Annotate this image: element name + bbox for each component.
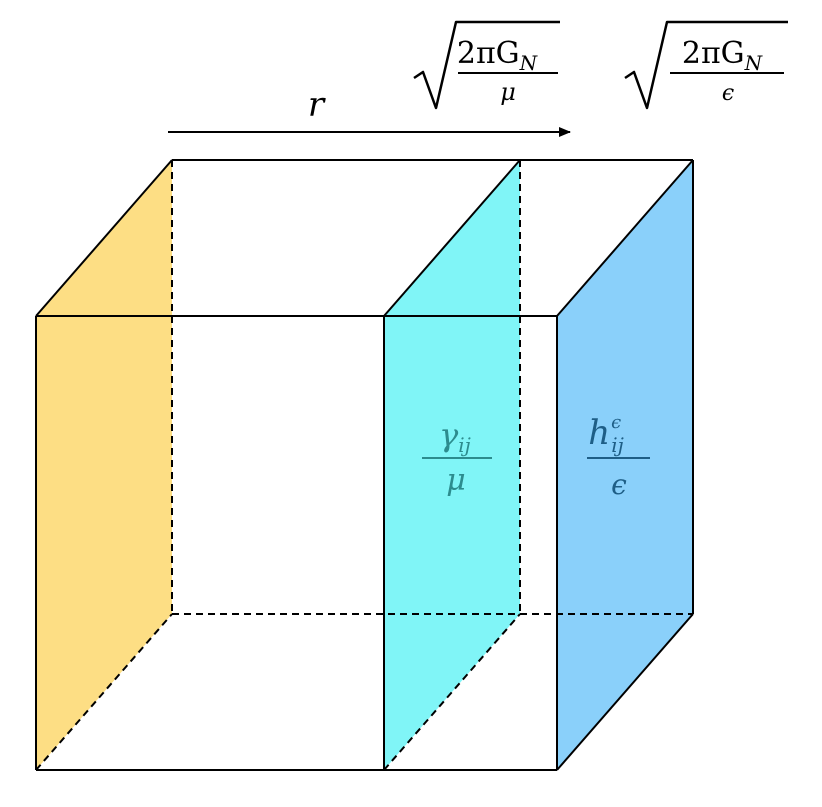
sqrt-eps-numerator: 2πGN bbox=[682, 36, 764, 75]
sqrt-eps-label: 2πGN ϵ bbox=[624, 20, 788, 110]
sqrt-mu-label: 2πGN μ bbox=[413, 20, 560, 110]
cube-edges bbox=[35, 159, 694, 771]
gamma-label: γij μ bbox=[422, 416, 492, 498]
r-label: r bbox=[308, 85, 326, 125]
gamma-denominator: μ bbox=[446, 463, 466, 498]
hidden-edges bbox=[35, 160, 693, 771]
sqrt-mu-denominator: μ bbox=[500, 78, 516, 106]
gamma-numerator: γij bbox=[439, 416, 471, 457]
right-slab bbox=[557, 160, 693, 770]
h-denominator: ϵ bbox=[611, 468, 627, 501]
middle-slab bbox=[384, 160, 520, 770]
sqrt-mu-numerator: 2πGN bbox=[457, 36, 539, 75]
left-slab bbox=[36, 160, 172, 770]
sqrt-eps-denominator: ϵ bbox=[722, 81, 734, 106]
